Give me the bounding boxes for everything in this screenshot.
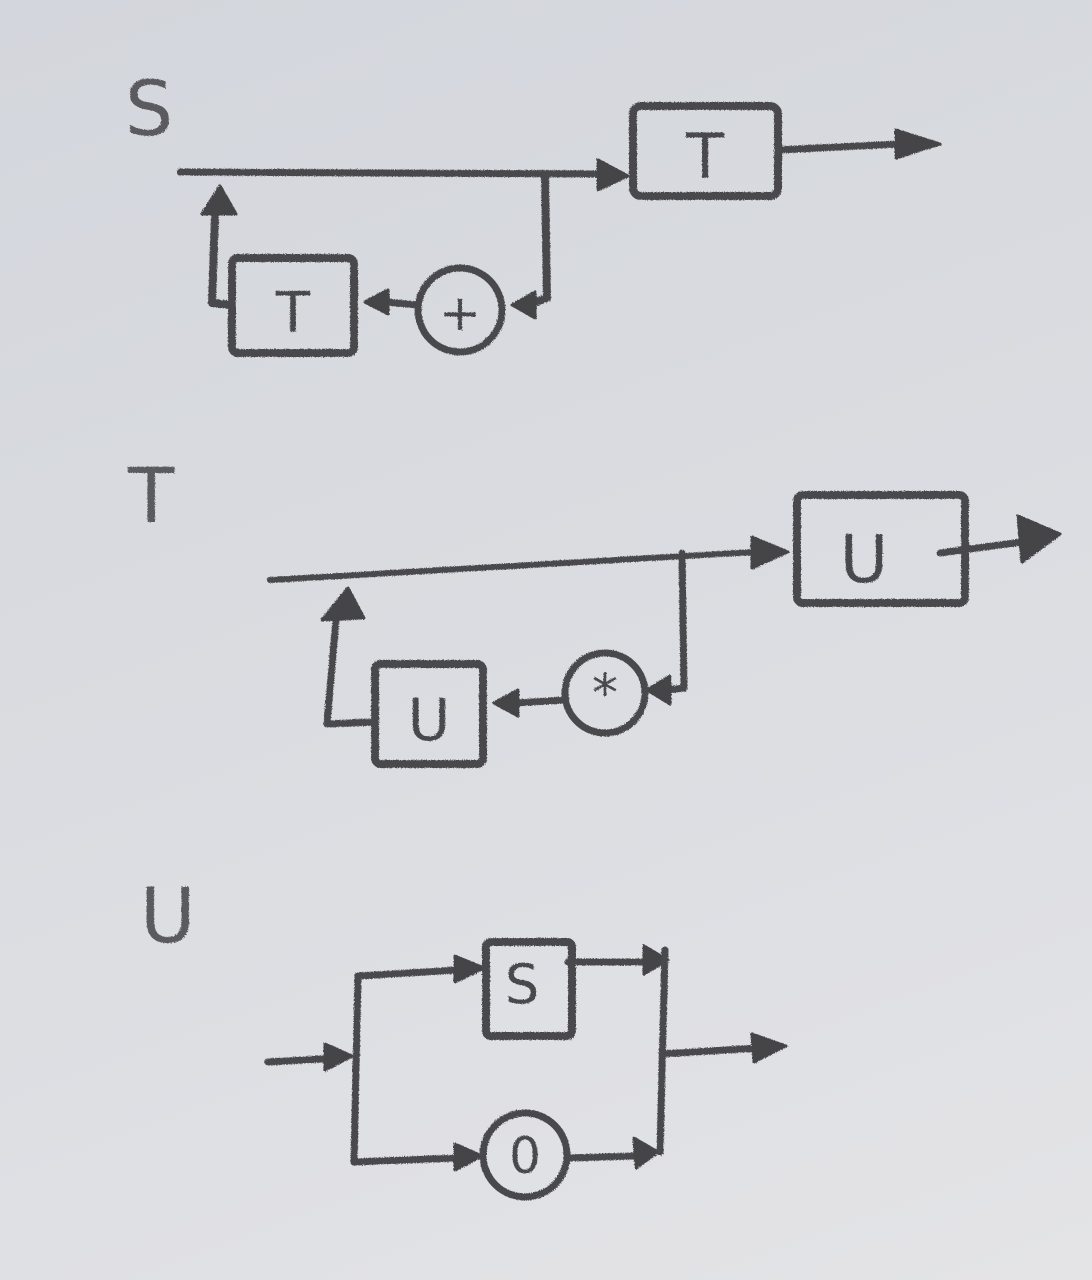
t-feedback-block-label: U xyxy=(408,686,450,754)
t-feedback-return-arrow xyxy=(320,586,366,622)
t-feedback-block xyxy=(371,660,487,768)
s-arrow-into-t xyxy=(596,158,630,192)
t-feedback-down xyxy=(664,549,688,694)
t-arrow-into-feedback-block xyxy=(492,688,520,718)
u-split-line xyxy=(350,972,362,1166)
u-upper-block xyxy=(482,938,576,1040)
t-arrow-into-u xyxy=(750,535,790,570)
u-lower-out-line xyxy=(563,1152,640,1162)
s-output-arrow xyxy=(894,128,942,160)
u-upper-in-line xyxy=(354,966,462,980)
u-lower-out-arrow xyxy=(632,1136,660,1170)
t-main-line xyxy=(267,549,758,583)
u-output-arrow xyxy=(750,1032,788,1064)
s-arrow-into-feedback-block xyxy=(363,288,390,316)
diagram-u-title: U xyxy=(140,871,196,960)
s-main-block-label: T xyxy=(685,120,725,193)
s-feedback-block-label: T xyxy=(275,281,311,346)
u-input-arrow xyxy=(323,1042,354,1072)
t-output-arrow xyxy=(1016,514,1062,564)
t-output-line xyxy=(936,538,1026,557)
s-feedback-up xyxy=(208,211,236,309)
u-upper-block-label: S xyxy=(505,953,539,1016)
t-feedback-operator xyxy=(561,649,649,737)
u-output-line xyxy=(658,1044,762,1058)
s-output-line xyxy=(774,140,904,154)
s-op-to-block-line xyxy=(381,298,422,309)
s-feedback-return-arrow xyxy=(200,184,238,216)
diagram-s: S T + T xyxy=(125,64,942,357)
t-arrow-into-op xyxy=(645,674,672,706)
t-feedback-up xyxy=(323,616,379,728)
s-main-line xyxy=(176,168,604,178)
diagram-u: U S 0 xyxy=(140,871,788,1201)
u-arrow-into-op xyxy=(453,1142,484,1172)
u-lower-in-line xyxy=(350,1154,462,1166)
diagram-s-title: S xyxy=(125,64,173,153)
diagram-t-title: T xyxy=(127,451,175,540)
u-arrow-into-s xyxy=(453,954,486,984)
s-feedback-operator xyxy=(414,264,506,356)
u-upper-out-arrow xyxy=(642,944,670,976)
diagram-t: T U * U xyxy=(127,451,1062,768)
t-main-block-label: U xyxy=(840,521,888,598)
s-feedback-operator-label: + xyxy=(439,284,481,342)
t-op-to-block-line xyxy=(511,696,569,707)
t-feedback-operator-label: * xyxy=(592,664,618,724)
u-lower-operator-label: 0 xyxy=(509,1127,541,1185)
s-arrow-into-op xyxy=(510,290,537,320)
s-feedback-down xyxy=(524,172,551,309)
